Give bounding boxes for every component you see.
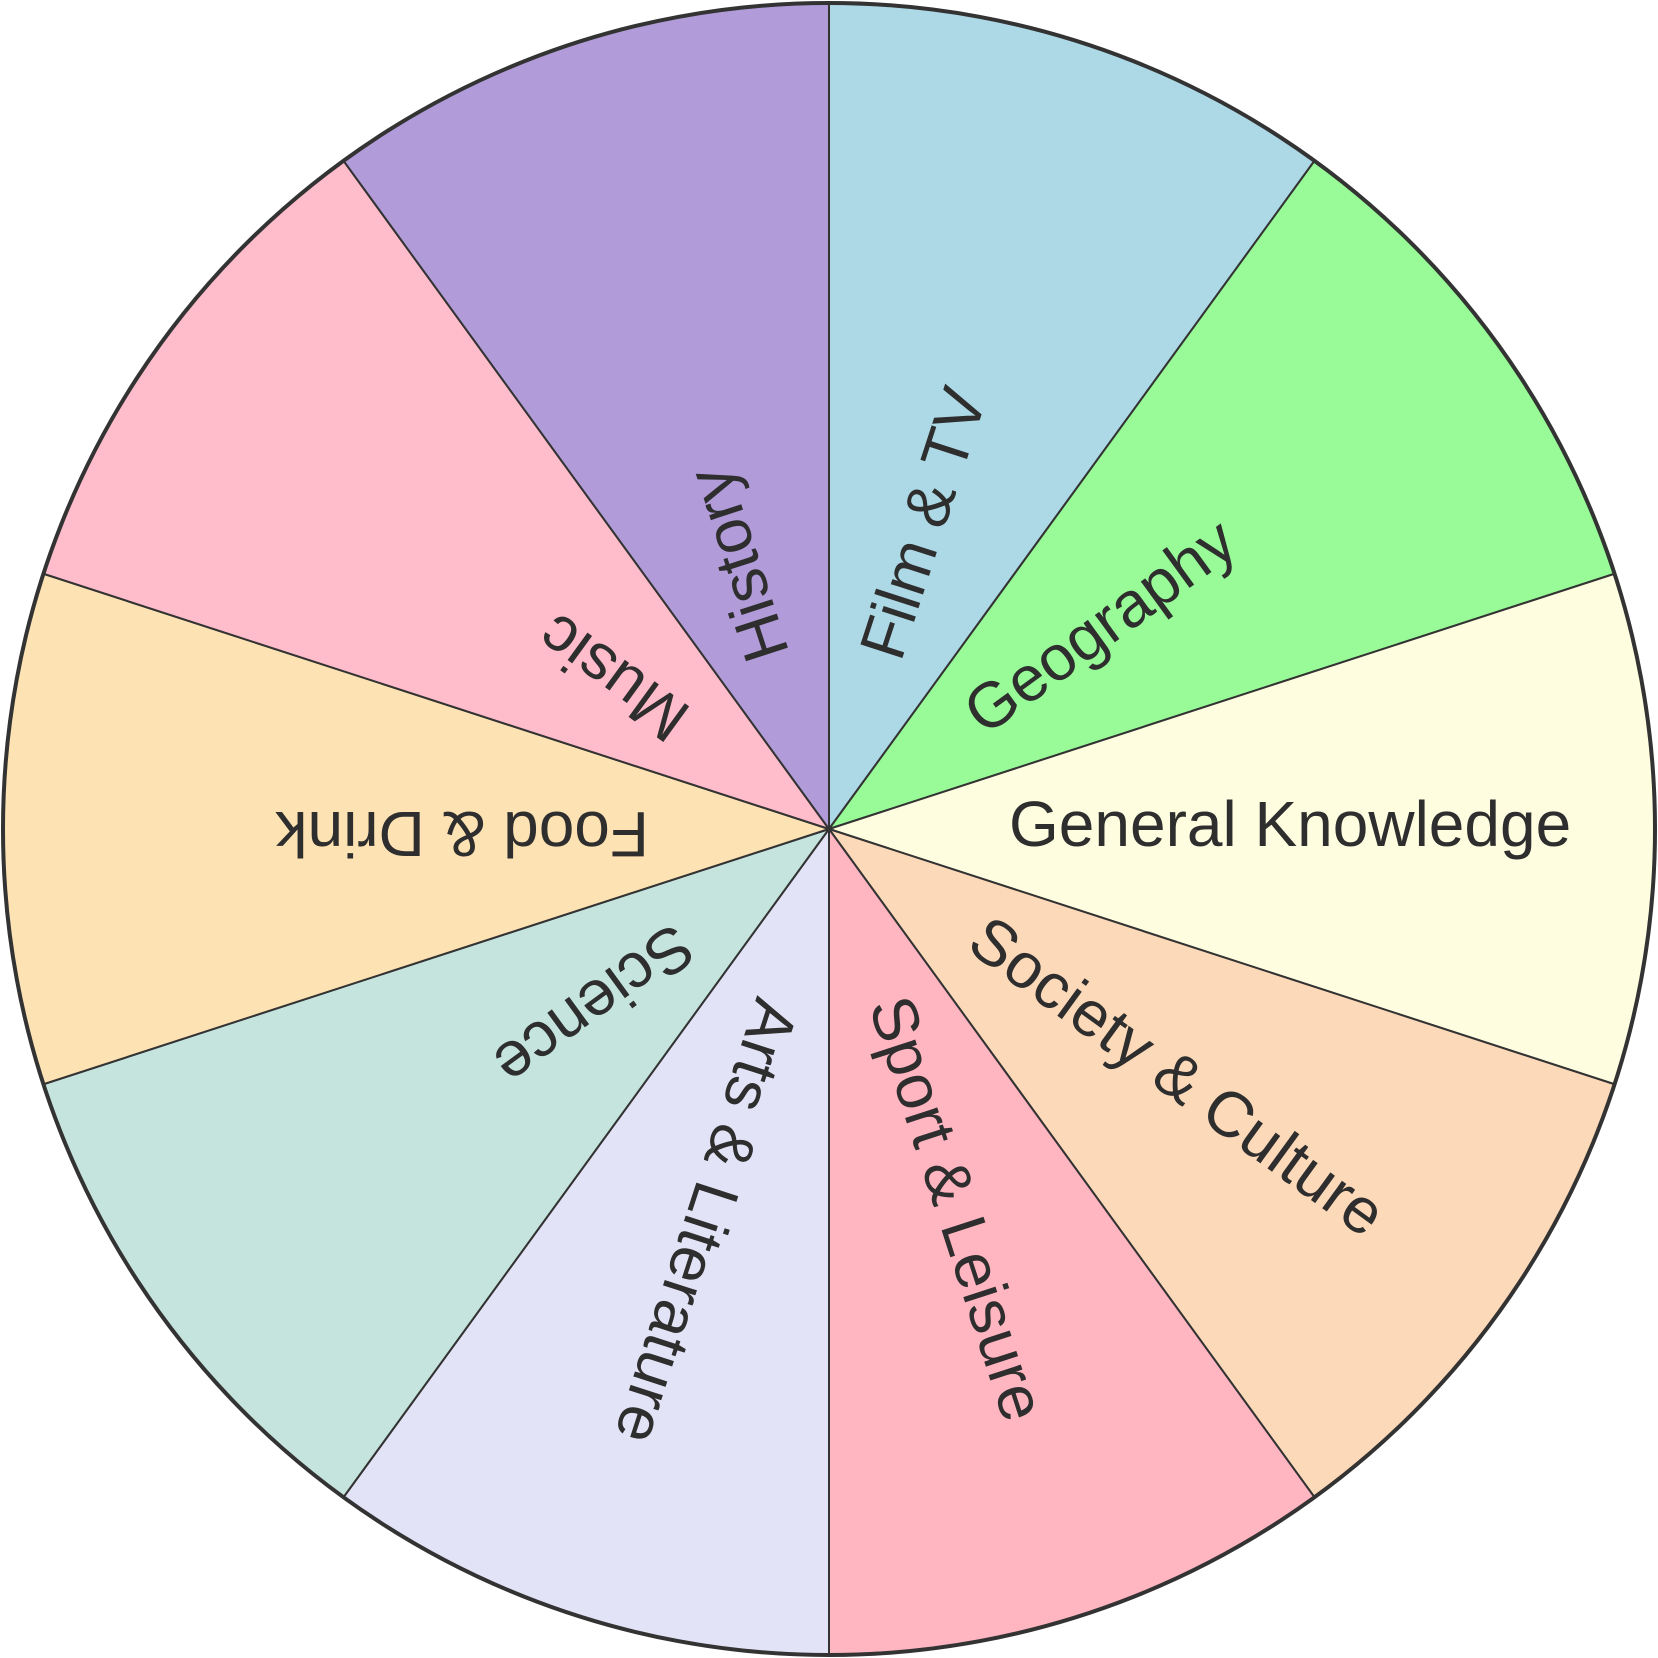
segment-label: General Knowledge — [1009, 788, 1571, 860]
segment-label: Food & Drink — [275, 798, 649, 870]
